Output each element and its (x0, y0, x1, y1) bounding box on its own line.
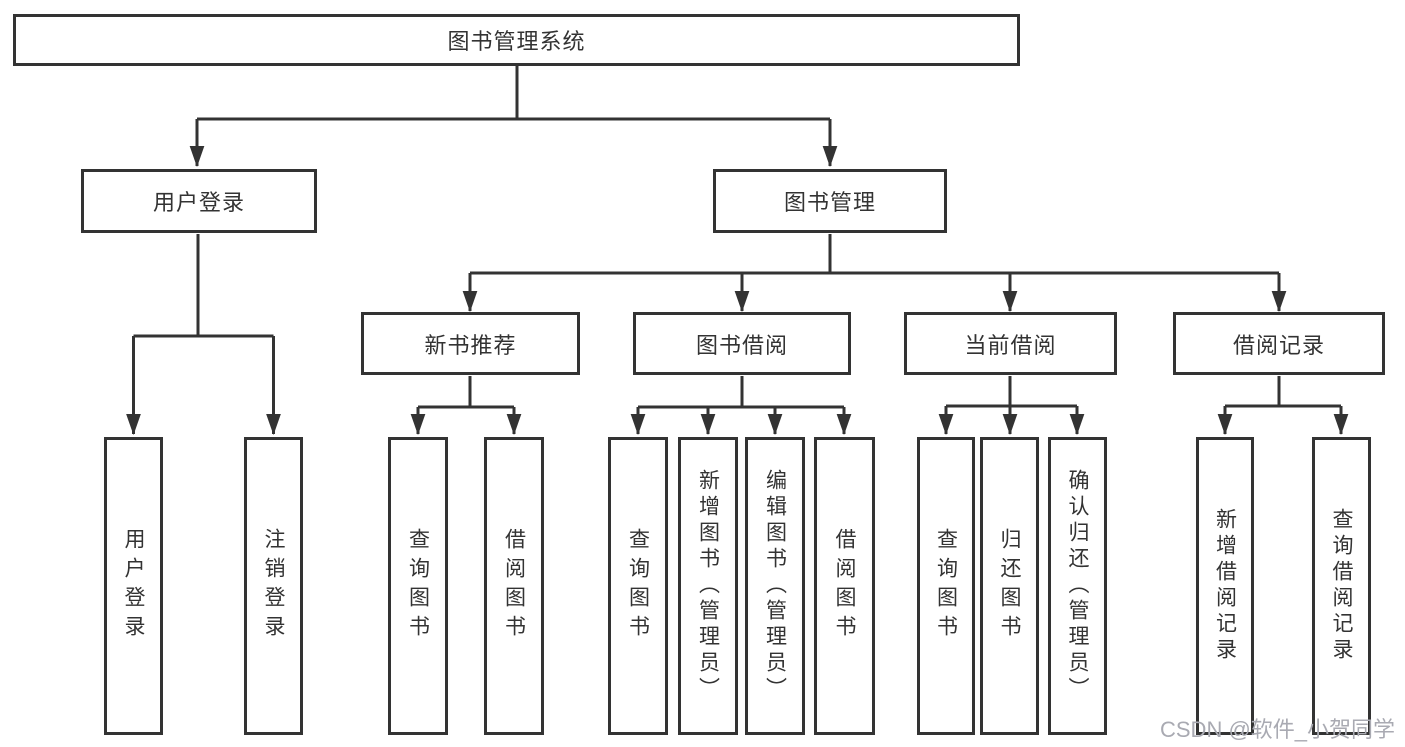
node-leaf-edit-book-admin: 编辑图书（管理员） (745, 437, 805, 735)
node-book-borrow: 图书借阅 (633, 312, 851, 375)
node-book-management-group: 图书管理 (713, 169, 947, 233)
node-leaf-query-borrow-record: 查询借阅记录 (1312, 437, 1371, 735)
node-current-borrow: 当前借阅 (904, 312, 1117, 375)
node-leaf-borrow-book: 借阅图书 (814, 437, 875, 735)
node-new-book-recommend: 新书推荐 (361, 312, 580, 375)
node-leaf-query-book-current: 查询图书 (917, 437, 975, 735)
node-leaf-add-book-admin: 新增图书（管理员） (678, 437, 738, 735)
node-leaf-user-login: 用户登录 (104, 437, 163, 735)
node-leaf-confirm-return-admin: 确认归还（管理员） (1048, 437, 1107, 735)
node-borrow-records: 借阅记录 (1173, 312, 1385, 375)
node-leaf-return-book: 归还图书 (980, 437, 1039, 735)
node-leaf-query-book-recommend: 查询图书 (388, 437, 448, 735)
node-user-login-group: 用户登录 (81, 169, 317, 233)
node-leaf-logout: 注销登录 (244, 437, 303, 735)
node-leaf-query-book-borrow: 查询图书 (608, 437, 668, 735)
node-library-management-system: 图书管理系统 (13, 14, 1020, 66)
node-leaf-borrow-book-recommend: 借阅图书 (484, 437, 544, 735)
node-leaf-add-borrow-record: 新增借阅记录 (1196, 437, 1254, 735)
csdn-watermark: CSDN @软件_小贺同学 (1160, 717, 1396, 742)
